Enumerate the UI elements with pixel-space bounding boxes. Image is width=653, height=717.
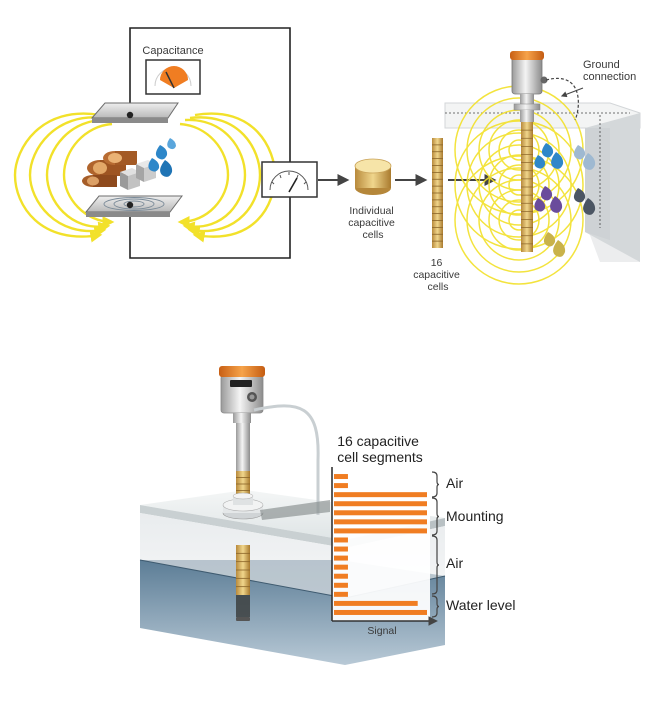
circuit-wire (129, 27, 291, 259)
bottom-sensor-head (219, 366, 265, 423)
field-ring (498, 199, 540, 241)
ground-pointer (560, 87, 584, 98)
ground-connection-label: Ground connection (583, 59, 636, 83)
sensor-cable (253, 404, 320, 515)
field-ring (454, 155, 584, 285)
stone-blocks-icon (120, 160, 156, 190)
field-ring (478, 144, 560, 226)
field-ring (488, 189, 550, 251)
signal-meter-icon (261, 161, 318, 198)
probe-tip (236, 617, 250, 621)
signal-chart-panel (332, 467, 430, 621)
zone-brace (431, 471, 440, 498)
upper-electrode-plate (90, 102, 179, 123)
zone-label-mounting: Mounting (446, 508, 504, 524)
signal-bar (334, 582, 348, 588)
zone-label-air-top: Air (446, 475, 463, 491)
top-sensor-probe (520, 110, 534, 252)
segments-title: 16 capacitive cell segments (337, 433, 423, 465)
signal-bar (334, 546, 348, 552)
field-ring (488, 154, 550, 216)
flange-shadow (260, 500, 330, 520)
signal-bar (334, 600, 418, 606)
zone-brace (431, 497, 440, 536)
field-ring (466, 167, 572, 273)
signal-bar (334, 537, 348, 543)
signal-bar (334, 564, 348, 570)
field-ring (478, 179, 560, 261)
capacitance-meter-icon (145, 59, 201, 95)
top-sensor-head (510, 51, 548, 111)
probe-submerged-cells (236, 595, 250, 617)
signal-bar (334, 609, 427, 615)
field-ring (488, 119, 550, 181)
signal-bar (334, 573, 348, 579)
field-ring (466, 132, 572, 238)
signal-chart (334, 474, 427, 615)
zone-brace (431, 595, 440, 618)
sixteen-cell-column (432, 138, 443, 248)
ground-connection-wire (545, 77, 579, 121)
water-droplets-icon (148, 138, 176, 177)
signal-axis-label: Signal (367, 625, 396, 637)
signal-bar (334, 555, 348, 561)
individual-cells-label: Individual capacitive cells (348, 205, 398, 241)
bottom-sensor-probe (236, 423, 250, 621)
lower-electrode-plate (84, 195, 183, 217)
field-ring (466, 97, 572, 203)
field-ring (454, 120, 584, 250)
signal-bar (334, 519, 427, 525)
capacitance-label: Capacitance (142, 45, 203, 57)
sixteen-cells-label: 16 capacitive cells (413, 257, 463, 293)
zone-braces (431, 471, 440, 618)
signal-bar (334, 591, 348, 597)
signal-bar (334, 492, 427, 498)
wood-logs-icon (82, 151, 137, 187)
probe-shaft (236, 423, 250, 471)
mounting-flange (222, 492, 264, 520)
zone-label-water-level: Water level (446, 597, 516, 613)
signal-bar (334, 510, 427, 516)
zone-brace (431, 535, 440, 595)
signal-bar (334, 483, 348, 489)
signal-bar (334, 474, 348, 480)
signal-bar (334, 501, 427, 507)
signal-bar (334, 528, 427, 534)
individual-capacitive-cell (354, 158, 392, 195)
zone-label-air-bottom: Air (446, 555, 463, 571)
colored-droplets-icon (534, 143, 596, 257)
probe-collar (520, 110, 534, 122)
